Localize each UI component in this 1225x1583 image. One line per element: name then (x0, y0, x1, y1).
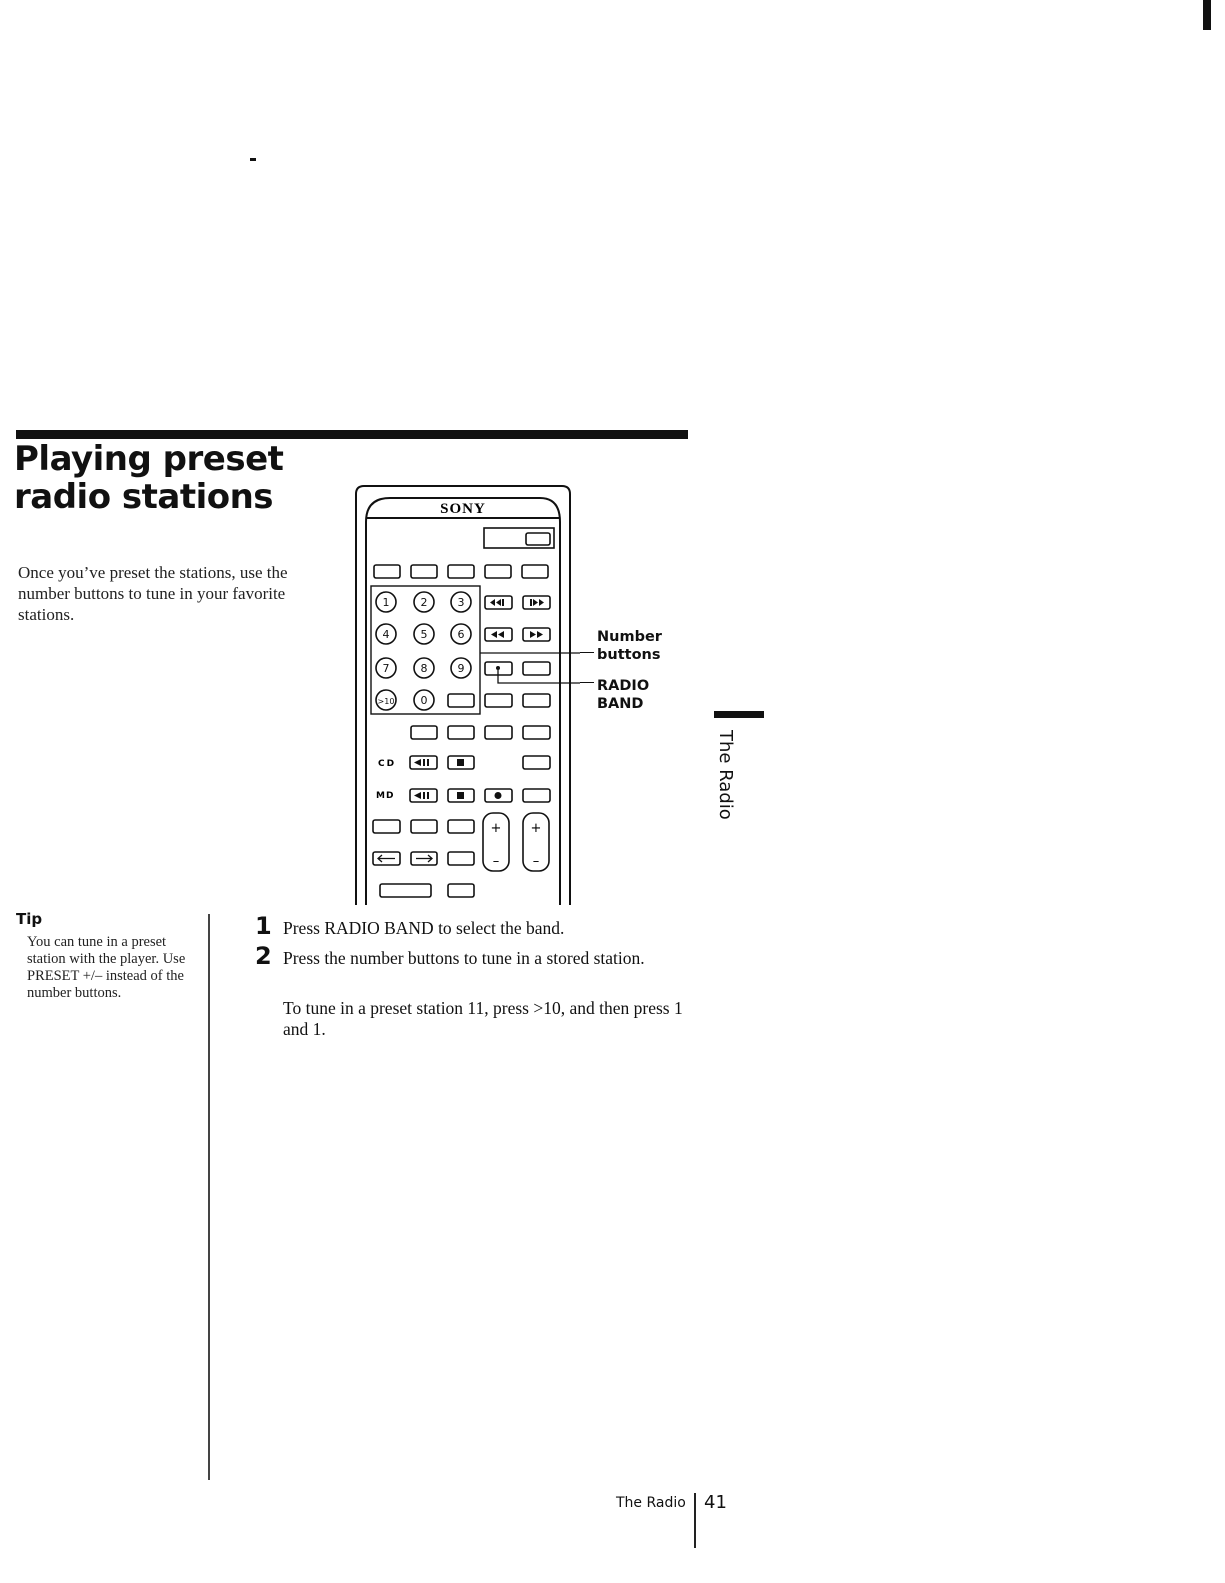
number-key-label: 3 (458, 596, 465, 609)
number-key-label: 9 (458, 662, 465, 675)
step-2-text: Press the number buttons to tune in a st… (283, 948, 645, 968)
preset-minus-label: – (533, 854, 540, 869)
number-key-label: 7 (383, 662, 390, 675)
number-key-label: 1 (383, 596, 390, 609)
number-key-label: >10 (378, 697, 395, 706)
callout-radio-band-line-1: RADIO (597, 678, 650, 694)
callout-number-buttons-line-1: Number (597, 629, 662, 645)
callout-leader-lines (480, 652, 580, 684)
step-1: 1 Press RADIO BAND to select the band. (255, 912, 685, 942)
number-key-8 (413, 657, 435, 679)
page-title: Playing preset radio stations (14, 439, 284, 517)
remote-control-illustration: SONY 1 2 3 4 5 6 7 8 9 >10 0 CD MD (355, 485, 580, 905)
scan-speck (250, 158, 256, 161)
remote-md-label: MD (376, 791, 394, 801)
number-key-label: 0 (421, 694, 428, 707)
step-2-number: 2 (255, 942, 272, 970)
transport-buttons (410, 595, 551, 740)
title-line-1: Playing preset (14, 439, 284, 479)
number-key-7 (375, 657, 397, 679)
tip-body: You can tune in a preset station with th… (27, 934, 186, 1001)
callout-radio-band-line-2: BAND (597, 696, 644, 712)
number-key-label: 6 (458, 628, 465, 641)
callout-leader-extension (580, 652, 594, 654)
remote-brand-label: SONY (440, 501, 486, 517)
number-key-label: 2 (421, 596, 428, 609)
number-buttons-highlight (370, 585, 481, 715)
number-key-1 (375, 591, 397, 613)
page-number: 41 (704, 1492, 727, 1513)
callout-number-buttons-line-2: buttons (597, 647, 661, 663)
tip-column-rule (208, 914, 210, 1480)
scan-mark-top-right (1203, 0, 1211, 30)
tip-heading: Tip (16, 910, 43, 928)
step-1-text: Press RADIO BAND to select the band. (283, 918, 565, 938)
step-2-note: To tune in a preset station 11, press >1… (283, 998, 683, 1039)
number-key-label: 4 (383, 628, 390, 641)
number-key-label: 8 (421, 662, 428, 675)
volume-minus-label: – (493, 854, 500, 869)
number-key-9 (450, 657, 472, 679)
volume-plus-label: + (491, 821, 502, 836)
number-key-3 (450, 591, 472, 613)
number-key-gt10 (375, 689, 397, 711)
number-key-4 (375, 623, 397, 645)
callout-radio-band: RADIO BAND (597, 677, 649, 713)
preset-plus-label: + (531, 821, 542, 836)
number-key-2 (413, 591, 435, 613)
footer-divider (694, 1493, 696, 1548)
number-key-6 (450, 623, 472, 645)
section-tab-marker (714, 711, 764, 718)
section-rule (16, 430, 688, 439)
callout-leader-extension (580, 682, 594, 684)
section-tab-label: The Radio (715, 730, 736, 820)
remote-cd-label: CD (378, 759, 396, 769)
title-line-2: radio stations (14, 477, 274, 517)
number-key-label: 5 (421, 628, 428, 641)
number-key-0 (413, 689, 435, 711)
callout-number-buttons: Number buttons (597, 628, 662, 664)
step-1-number: 1 (255, 912, 272, 940)
number-key-5 (413, 623, 435, 645)
footer-section-name: The Radio (616, 1495, 686, 1511)
intro-paragraph: Once you’ve preset the stations, use the… (18, 563, 288, 624)
step-2: 2 Press the number buttons to tune in a … (255, 942, 685, 992)
top-button-row (373, 564, 549, 579)
